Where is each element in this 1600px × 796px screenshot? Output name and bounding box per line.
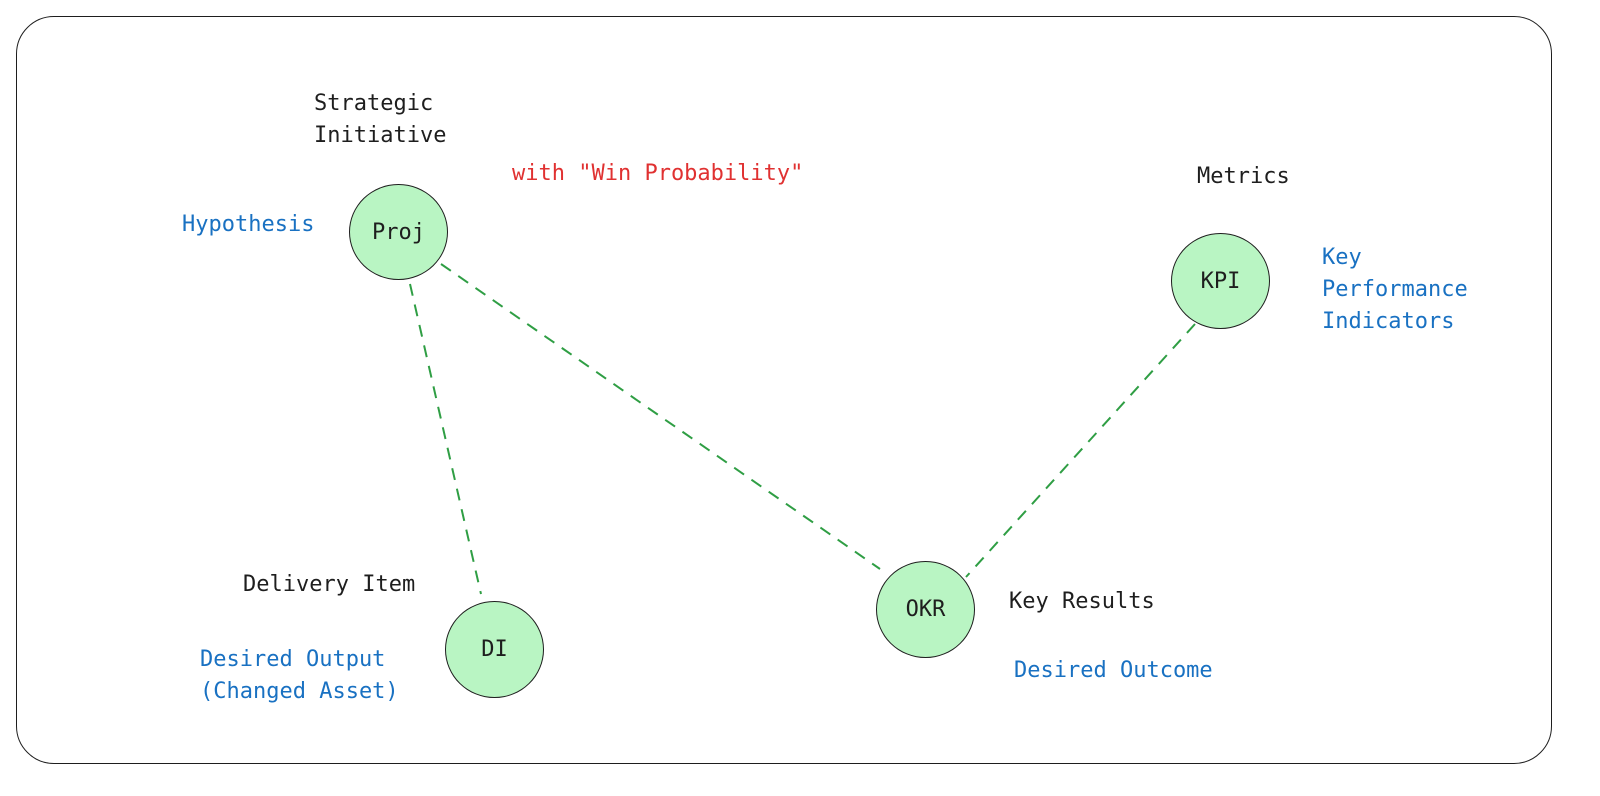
win-probability-note: with "Win Probability" bbox=[512, 161, 804, 186]
kpi-description: Key Performance Indicators bbox=[1322, 242, 1468, 338]
strategic-line-2: Initiative bbox=[314, 123, 447, 148]
edge-proj-okr bbox=[440, 263, 881, 570]
node-proj-label: Proj bbox=[372, 219, 425, 245]
node-okr-label: OKR bbox=[905, 597, 946, 622]
node-di[interactable]: DI bbox=[445, 601, 544, 698]
strategic-initiative-label: Strategic Initiative bbox=[314, 88, 446, 152]
node-okr[interactable]: OKR bbox=[876, 561, 975, 658]
okr-description: Desired Outcome bbox=[1014, 658, 1213, 683]
node-proj[interactable]: Proj bbox=[349, 184, 448, 280]
strategic-line-1: Strategic bbox=[314, 91, 434, 116]
kpi-desc-line-2: Performance bbox=[1322, 277, 1468, 302]
node-kpi[interactable]: KPI bbox=[1171, 233, 1270, 329]
edge-proj-di bbox=[409, 283, 482, 595]
di-description: Desired Output (Changed Asset) bbox=[200, 644, 399, 708]
node-kpi-label: KPI bbox=[1200, 268, 1241, 294]
hypothesis-label: Hypothesis bbox=[182, 212, 315, 237]
di-desc-line-1: Desired Output bbox=[200, 647, 386, 672]
node-di-label: DI bbox=[481, 637, 508, 662]
di-desc-line-2: (Changed Asset) bbox=[200, 679, 399, 704]
diagram-frame bbox=[16, 16, 1552, 764]
key-results-label: Key Results bbox=[1009, 589, 1155, 614]
kpi-desc-line-1: Key bbox=[1322, 245, 1362, 270]
edge-kpi-okr bbox=[965, 323, 1196, 578]
metrics-label: Metrics bbox=[1197, 164, 1290, 189]
kpi-desc-line-3: Indicators bbox=[1322, 309, 1455, 334]
delivery-item-label: Delivery Item bbox=[243, 572, 416, 597]
